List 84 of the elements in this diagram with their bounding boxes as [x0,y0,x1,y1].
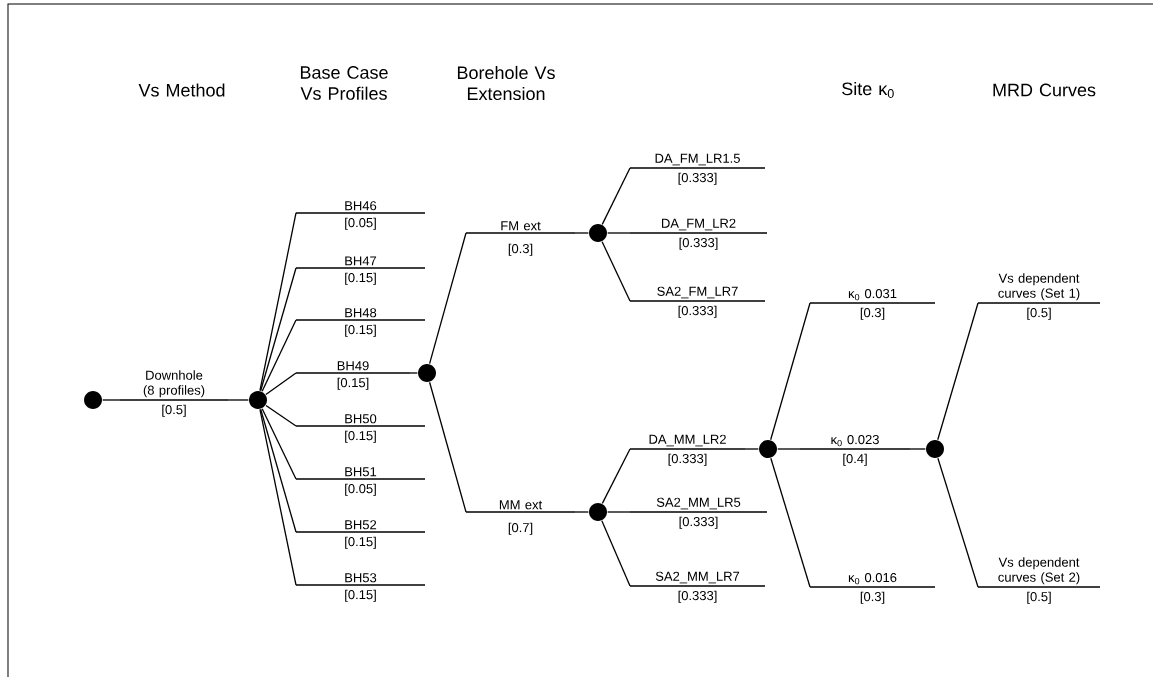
chance-node [84,391,102,409]
branch-connector [601,167,631,225]
probability-label: [0.4] [843,453,867,466]
branch-label: SA2_FM_LR7 [657,286,738,299]
branch-connector [937,457,979,588]
branch-label: BH48 [345,308,377,318]
branch-label: DA_FM_LR2 [662,218,736,231]
branch-label: BH53 [345,573,377,583]
branch-connector [260,267,297,392]
probability-label: [0.15] [345,589,376,602]
branch-connector [574,232,589,234]
column-heading: MRD Curves [993,83,1096,97]
branch-label: SA2_MM_LR7 [655,571,740,584]
probability-label: [0.05] [345,483,376,496]
column-heading: Vs Method [138,83,225,97]
probability-label: [0.333] [679,516,718,529]
branch-connector [770,302,811,441]
branch-label: BH47 [345,256,377,266]
probability-label: [0.7] [508,522,533,535]
chance-node [589,224,607,242]
branch-connector [909,448,926,450]
chance-node [249,391,267,409]
branch-label: BH51 [345,467,377,477]
probability-label: [0.15] [345,272,376,285]
probability-label: [0.3] [860,591,885,604]
column-heading: Base Case Vs Profiles [300,66,388,100]
branch-label: FM ext [501,221,541,231]
branch-connector [261,319,297,392]
chance-node [589,503,607,521]
branch-connector [574,511,589,513]
branch-connector [937,302,979,441]
probability-label: [0.333] [679,237,718,250]
probability-label: [0.3] [860,307,885,320]
branch-connector [261,408,297,480]
branch-connector [227,399,249,401]
branch-label: κ$_{0}$ 0.023 [831,434,879,447]
branch-connector [260,408,297,533]
branch-label: DA_FM_LR1.5 [655,153,740,166]
branch-connector [770,457,811,588]
column-heading: Borehole Vs Extension [457,65,555,101]
branch-connector [777,448,801,450]
probability-label: [0.333] [668,453,707,466]
probability-label: [0.5] [1027,591,1051,604]
probability-label: [0.15] [345,430,376,443]
column-heading: Site κ$_{0}$ [842,82,894,98]
probability-label: [0.333] [678,305,717,318]
branch-connector [601,241,631,302]
branch-label: κ$_{0}$ 0.031 [848,288,897,301]
branch-connector [265,404,297,427]
probability-label: [0.333] [678,590,717,603]
branch-connector [601,448,631,505]
branch-connector [409,372,418,374]
branch-connector [428,232,467,365]
branch-connector [265,372,297,396]
branch-connector [428,381,467,513]
probability-label: [0.05] [345,217,376,230]
branch-label: Vs dependent curves (Set 1) [998,273,1080,301]
branch-connector [601,520,631,587]
probability-label: [0.333] [678,172,717,185]
branch-label: MM ext [499,500,543,510]
branch-label: DA_MM_LR2 [649,434,726,447]
branch-label: Downhole (8 profiles) [143,370,205,398]
chance-node [418,364,436,382]
branch-connector [607,511,631,513]
branch-label: BH52 [345,520,377,530]
branch-connector [744,448,759,450]
chance-node [759,440,777,458]
branch-label: Vs dependent curves (Set 2) [998,557,1080,585]
branch-label: BH46 [345,201,377,211]
probability-label: [0.3] [508,243,533,256]
branch-connector [607,232,631,234]
branch-label: BH50 [345,414,377,424]
probability-label: [0.5] [162,404,186,417]
branch-connector [259,408,297,586]
probability-label: [0.15] [345,324,376,337]
branch-label: κ$_{0}$ 0.016 [848,572,897,585]
probability-label: [0.15] [345,536,376,549]
branch-label: BH49 [337,361,369,371]
probability-label: [0.5] [1027,307,1051,320]
probability-label: [0.15] [337,377,369,390]
branch-label: SA2_MM_LR5 [656,497,741,510]
branch-connector [102,399,121,401]
branch-connector [259,212,297,392]
chance-node [926,440,944,458]
